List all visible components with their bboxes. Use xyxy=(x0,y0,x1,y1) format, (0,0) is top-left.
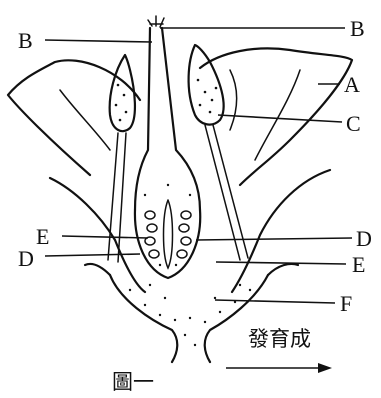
leader-lines xyxy=(45,28,352,303)
stamen-right xyxy=(189,45,248,260)
arrow-right-icon xyxy=(318,363,332,373)
figure-caption: 圖一 xyxy=(112,370,154,394)
petals xyxy=(8,48,352,185)
sepals xyxy=(50,170,330,292)
label-a: A xyxy=(344,72,360,97)
label-f: F xyxy=(340,291,352,316)
label-d-right: D xyxy=(356,226,372,251)
ovules xyxy=(145,211,191,258)
label-c: C xyxy=(346,111,361,136)
stamen-left xyxy=(108,55,135,262)
develops-into-annotation: 發育成 xyxy=(226,327,332,373)
label-e-right: E xyxy=(352,252,365,277)
arrow-text: 發育成 xyxy=(248,327,311,351)
label-d-left: D xyxy=(18,246,34,271)
label-b-left: B xyxy=(18,28,33,53)
label-b-right: B xyxy=(350,16,365,41)
label-e-left: E xyxy=(36,224,49,249)
